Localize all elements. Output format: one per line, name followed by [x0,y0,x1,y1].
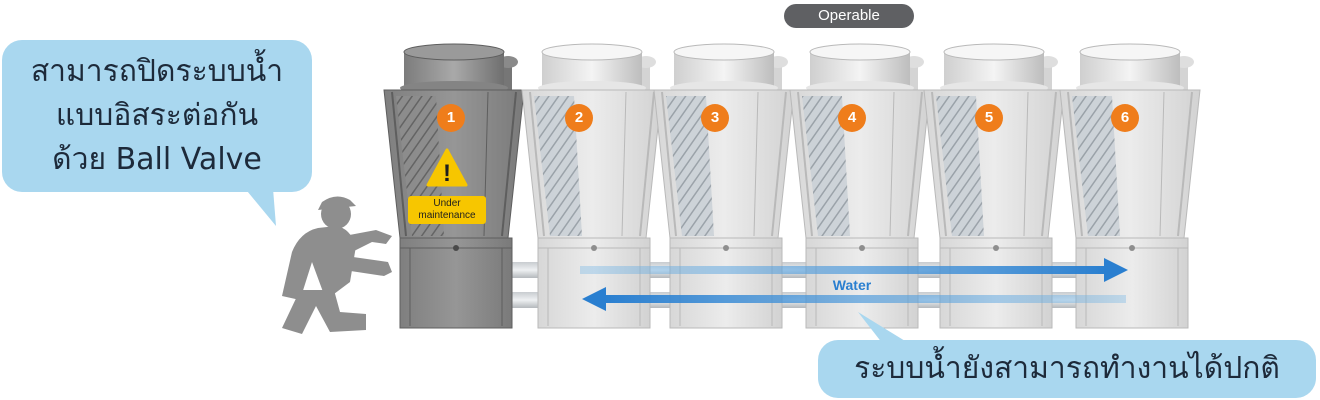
unit-base [805,237,919,329]
maintenance-line-2: maintenance [418,210,476,221]
chiller-unit-3 [653,43,795,329]
coil-panel [936,96,984,236]
unit-base [399,237,513,329]
maintenance-line-1: Under [433,198,461,209]
water-flow [580,258,1128,311]
coil-panel [534,96,582,236]
coil-panel [1072,96,1120,236]
arrow-right-icon [1104,258,1128,282]
callout-line-3: ด้วย Ball Valve [52,142,262,177]
water-label: Water [832,277,872,293]
unit-base [939,237,1053,329]
unit-badge-6: 6 [1111,104,1139,132]
right-callout-tail [858,312,910,348]
callout-line-1: สามารถปิดระบบน้ำ [30,54,284,89]
chiller-unit-2 [521,43,663,329]
chiller-unit-6 [1059,43,1201,329]
technician-head [321,199,351,229]
water-system-callout-text: ระบบน้ำยังสามารถทำงานได้ปกติ [854,351,1280,386]
callout-line-2: แบบอิสระต่อกัน [55,98,259,133]
ball-valve-callout: สามารถปิดระบบน้ำ แบบอิสระต่อกัน ด้วย Bal… [2,40,312,192]
warning-icon: ! [426,148,468,187]
technician-legs [282,290,366,334]
maintenance-label: Under maintenance [408,196,486,224]
unit-badge-4: 4 [838,104,866,132]
unit-badge-2: 2 [565,104,593,132]
flow-right-shaft [580,266,1106,274]
water-system-callout: ระบบน้ำยังสามารถทำงานได้ปกติ [818,340,1316,398]
unit-base [537,237,651,329]
warning-glyph: ! [443,160,451,187]
technician-arm-lower [344,256,392,276]
technician-arm-upper [344,230,392,252]
unit-badge-5: 5 [975,104,1003,132]
coil-panel [666,96,714,236]
unit-base [1075,237,1189,329]
technician-torso [282,226,356,300]
chiller-unit-4 [789,43,931,329]
coil-panel [802,96,850,236]
arrow-left-icon [582,287,606,311]
unit-base [669,237,783,329]
unit-badge-1: 1 [437,104,465,132]
chiller-unit-5 [923,43,1065,329]
technician-icon [282,196,392,334]
unit-badge-3: 3 [701,104,729,132]
flow-left-shaft [604,295,1126,303]
operable-status-pill: Operable [784,4,914,28]
chiller-units [383,43,1201,329]
